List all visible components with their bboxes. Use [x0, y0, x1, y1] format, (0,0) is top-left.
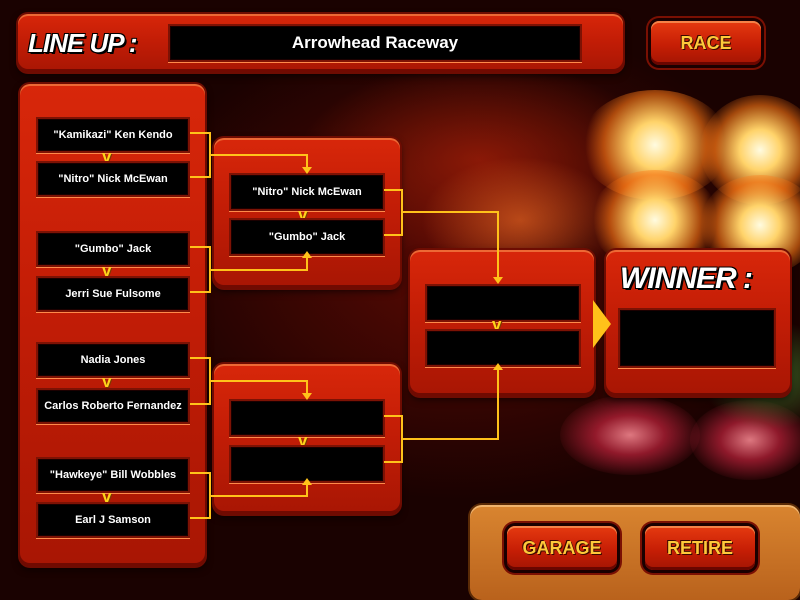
- race-button[interactable]: RACE: [651, 21, 761, 65]
- connector-line: [190, 132, 211, 178]
- versus-marker: v: [298, 205, 308, 224]
- final-panel: [410, 250, 594, 396]
- racer-slot: Earl J Samson: [36, 502, 190, 538]
- arrow-up-icon: [493, 363, 503, 370]
- connector-line: [190, 357, 211, 405]
- connector-line: [210, 380, 308, 394]
- winner-label: WINNER :: [620, 262, 753, 295]
- connector-line: [402, 211, 499, 278]
- retire-button[interactable]: RETIRE: [645, 526, 755, 570]
- arrow-down-icon: [493, 277, 503, 284]
- lineup-label: LINE UP :: [28, 28, 137, 58]
- arrow-up-icon: [302, 251, 312, 258]
- taillight-decoration: [560, 395, 700, 475]
- connector-line: [210, 154, 308, 168]
- arrow-up-icon: [302, 478, 312, 485]
- versus-marker: v: [102, 372, 112, 391]
- versus-marker: v: [102, 487, 112, 506]
- connector-line: [210, 257, 308, 271]
- racer-slot: Jerri Sue Fulsome: [36, 276, 190, 312]
- racer-slot: [425, 284, 581, 322]
- arrow-down-icon: [302, 393, 312, 400]
- racer-slot: [229, 399, 385, 437]
- track-name-field: Arrowhead Raceway: [168, 24, 582, 62]
- garage-button[interactable]: GARAGE: [507, 526, 617, 570]
- versus-marker: v: [102, 261, 112, 280]
- racer-slot: [229, 445, 385, 483]
- connector-line: [190, 246, 211, 293]
- racer-slot: "Gumbo" Jack: [36, 231, 190, 267]
- versus-marker: v: [298, 431, 308, 450]
- connector-line: [402, 369, 499, 440]
- connector-line: [190, 472, 211, 519]
- connector-line: [210, 484, 308, 497]
- connector-line: [384, 415, 403, 463]
- arrow-right-icon: [593, 300, 611, 348]
- versus-marker: v: [492, 315, 502, 334]
- arrow-down-icon: [302, 167, 312, 174]
- racer-slot: "Nitro" Nick McEwan: [36, 161, 190, 197]
- racer-slot: [425, 329, 581, 367]
- racer-slot: "Kamikazi" Ken Kendo: [36, 117, 190, 153]
- winner-slot: [618, 308, 776, 368]
- racer-slot: Nadia Jones: [36, 342, 190, 378]
- racer-slot: "Hawkeye" Bill Wobbles: [36, 457, 190, 493]
- racer-slot: Carlos Roberto Fernandez: [36, 388, 190, 424]
- connector-line: [384, 189, 403, 236]
- versus-marker: v: [102, 147, 112, 166]
